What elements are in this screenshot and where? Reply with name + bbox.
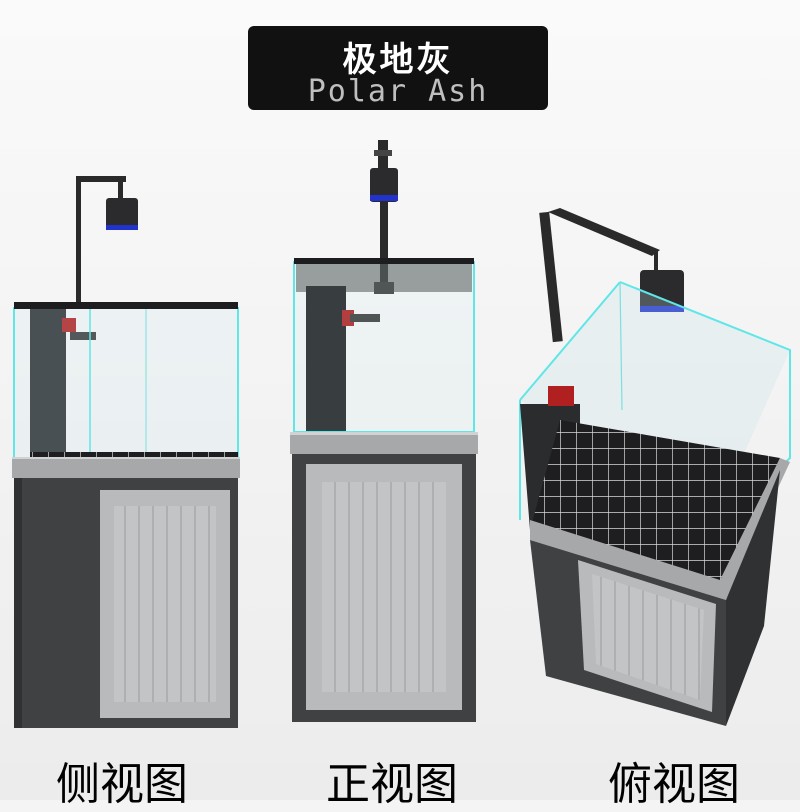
title-english: Polar Ash <box>307 74 489 109</box>
side-view-tank <box>12 176 240 728</box>
title-chinese: 极地灰 <box>342 40 454 80</box>
front-view-tank <box>290 140 478 722</box>
caption-top-view: 俯视图 <box>608 759 740 810</box>
product-title-banner: 极地灰 Polar Ash <box>248 26 548 110</box>
top-view-tank <box>519 208 791 726</box>
caption-side-view: 侧视图 <box>56 759 188 810</box>
caption-front-view: 正视图 <box>326 759 458 810</box>
